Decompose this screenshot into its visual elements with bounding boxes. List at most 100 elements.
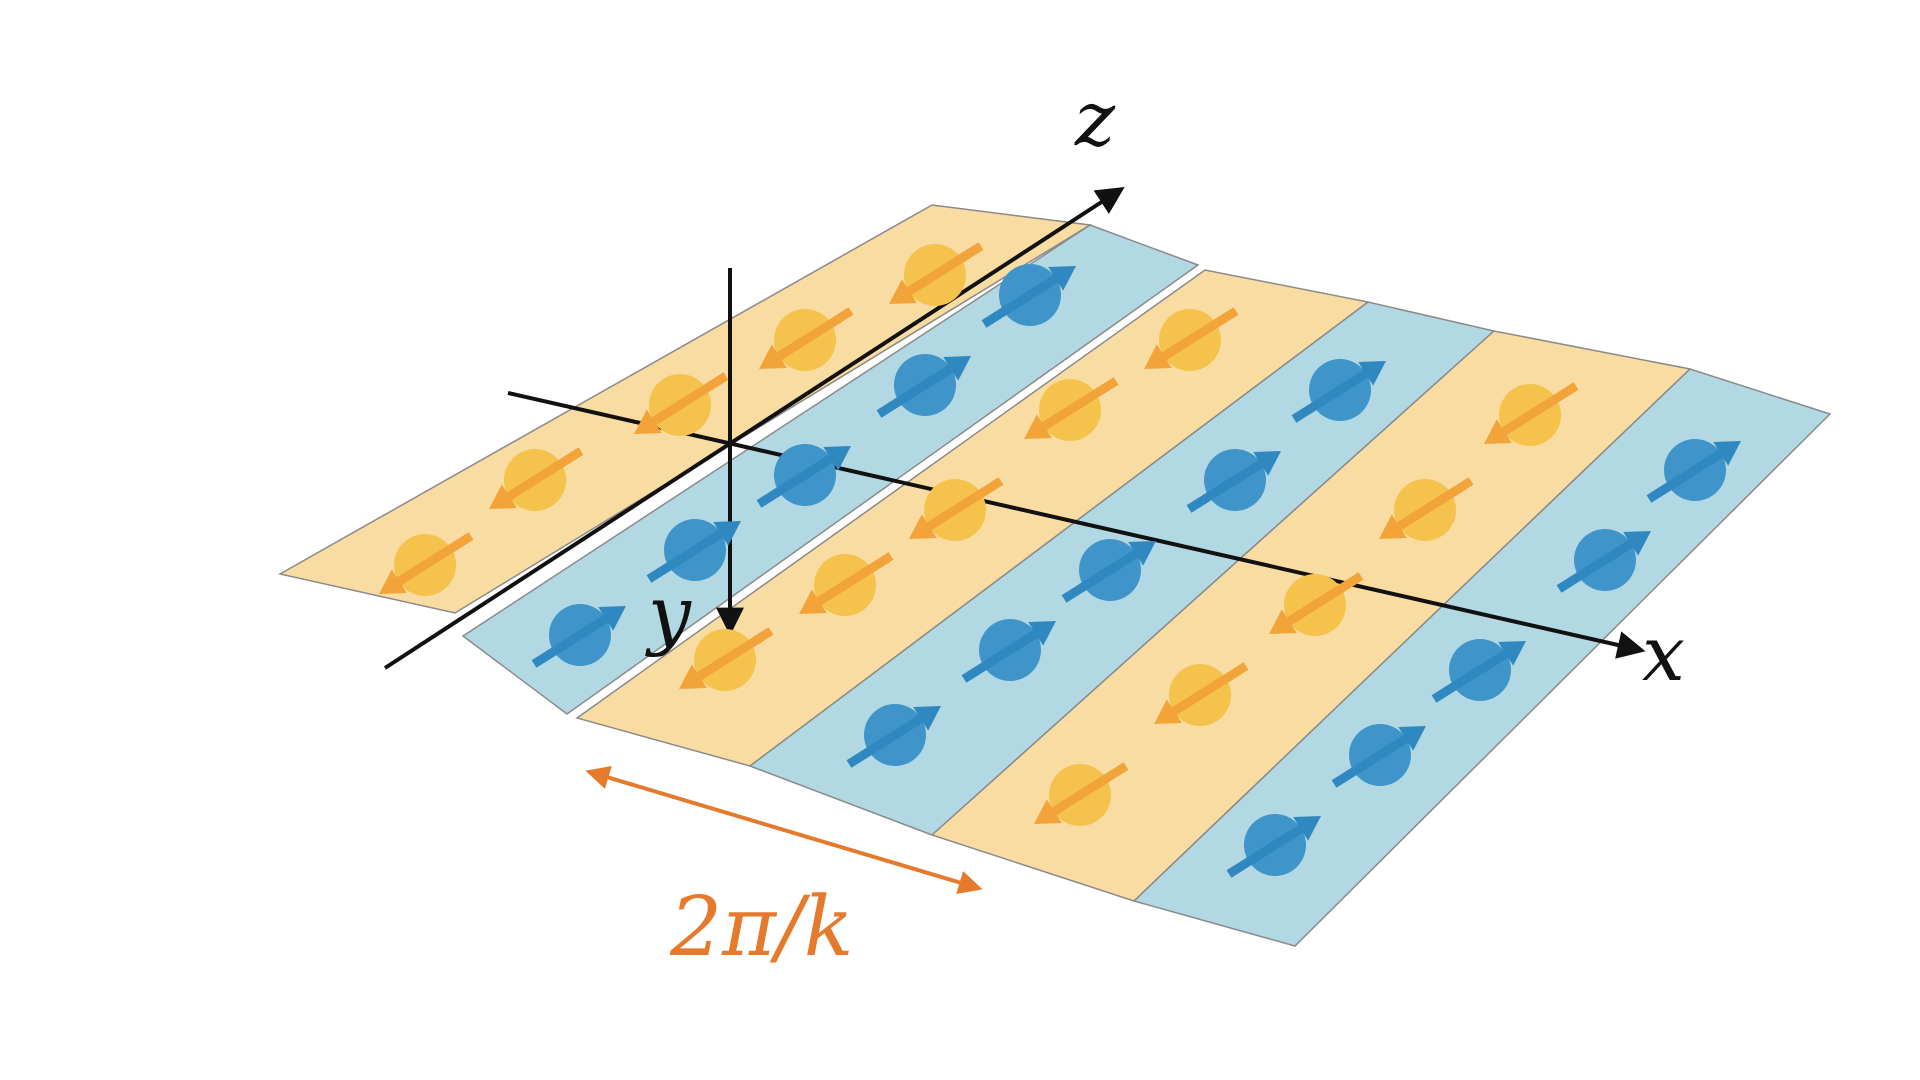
spin-up-arrow-icon — [981, 274, 1059, 328]
x-axis-line — [507, 391, 1646, 659]
spin-up-arrow-icon — [1431, 649, 1509, 703]
spin-up-arrow-icon — [876, 364, 954, 418]
spin-down-arrow-icon — [1396, 477, 1474, 531]
spin-arrowhead-icon — [1048, 266, 1076, 291]
spin-arrowhead-icon — [1713, 441, 1741, 466]
spin-down-arrow-icon — [1286, 572, 1364, 626]
z-axis-label: z — [1074, 74, 1116, 163]
spin-up-arrow-icon — [1061, 549, 1139, 603]
yellow-spin-8 — [909, 477, 1004, 541]
blue-spin-1 — [981, 264, 1076, 328]
spin-down-arrow-icon — [776, 307, 854, 361]
spin-up-arrow-icon — [961, 629, 1039, 683]
z-axis-line — [383, 186, 1125, 670]
spin-up-arrow-icon — [1226, 824, 1304, 878]
spin-arrowhead-icon — [1269, 609, 1297, 634]
spin-up-arrow-icon — [1291, 369, 1369, 423]
spin-arrowhead-icon — [598, 606, 626, 631]
spin-arrowhead-icon — [759, 344, 787, 369]
spin-arrowhead-icon — [1028, 621, 1056, 646]
spin-arrowhead-icon — [823, 446, 851, 471]
spin-arrowhead-icon — [1358, 361, 1386, 386]
spin-down-arrow-icon — [906, 242, 984, 296]
spin-arrowhead-icon — [489, 484, 517, 509]
wavelength-label: 2π/k — [669, 880, 853, 975]
spin-arrowhead-icon — [1293, 816, 1321, 841]
yellow-spin-12 — [1379, 477, 1474, 541]
blue-spin-6 — [1291, 359, 1386, 423]
spin-down-arrow-icon — [1161, 307, 1239, 361]
spin-down-arrow-icon — [1051, 762, 1129, 816]
spin-arrowhead-icon — [1498, 641, 1526, 666]
spin-up-arrow-icon — [1186, 459, 1264, 513]
yellow-spin-6 — [1144, 307, 1239, 371]
spin-up-arrow-icon — [1646, 449, 1724, 503]
y-axis-label: y — [645, 569, 692, 658]
spin-arrowhead-icon — [943, 356, 971, 381]
spin-down-arrow-icon — [506, 447, 584, 501]
spin-up-arrow-icon — [846, 714, 924, 768]
yellow-spin-10 — [679, 627, 774, 691]
spin-up-arrow-icon — [1331, 734, 1409, 788]
blue-spin-12 — [1556, 529, 1651, 593]
x-axis-label: x — [1642, 609, 1685, 698]
yellow-spin-9 — [799, 552, 894, 616]
blue-spin-14 — [1331, 724, 1426, 788]
spin-up-arrow-icon — [1556, 539, 1634, 593]
axes-layer — [383, 186, 1646, 670]
blue-spin-9 — [961, 619, 1056, 683]
spin-arrowhead-icon — [1398, 726, 1426, 751]
yellow-spin-11 — [1484, 382, 1579, 446]
yellow-spin-4 — [489, 447, 584, 511]
blue-spin-5 — [531, 604, 626, 668]
spin-up-arrow-icon — [646, 529, 724, 583]
yellow-spin-1 — [889, 242, 984, 306]
spin-arrowhead-icon — [1034, 799, 1062, 824]
spin-down-arrow-icon — [1171, 662, 1249, 716]
blue-spin-11 — [1646, 439, 1741, 503]
yellow-spin-15 — [1034, 762, 1129, 826]
spin-up-arrow-icon — [531, 614, 609, 668]
spin-down-arrow-icon — [696, 627, 774, 681]
wavelength-indicator: 2π/k — [585, 766, 983, 975]
spin-arrowhead-icon — [713, 521, 741, 546]
yellow-spin-5 — [379, 532, 474, 596]
blue-spin-13 — [1431, 639, 1526, 703]
spins-layer — [379, 242, 1741, 878]
spin-down-arrow-icon — [396, 532, 474, 586]
spin-arrowhead-icon — [679, 664, 707, 689]
spin-arrowhead-icon — [889, 279, 917, 304]
blue-spin-4 — [646, 519, 741, 583]
yellow-spin-3 — [634, 372, 729, 436]
spin-arrowhead-icon — [634, 409, 662, 434]
spin-down-arrow-icon — [1041, 377, 1119, 431]
blue-spin-8 — [1061, 539, 1156, 603]
spin-arrowhead-icon — [909, 514, 937, 539]
yellow-spin-7 — [1024, 377, 1119, 441]
spin-down-arrow-icon — [651, 372, 729, 426]
spin-arrowhead-icon — [1484, 419, 1512, 444]
blue-spin-3 — [756, 444, 851, 508]
blue-spin-7 — [1186, 449, 1281, 513]
spin-arrowhead-icon — [1253, 451, 1281, 476]
yellow-spin-2 — [759, 307, 854, 371]
yellow-spin-14 — [1154, 662, 1249, 726]
blue-spin-15 — [1226, 814, 1321, 878]
spin-arrowhead-icon — [1144, 344, 1172, 369]
spin-down-arrow-icon — [816, 552, 894, 606]
spin-up-arrow-icon — [756, 454, 834, 508]
blue-spin-10 — [846, 704, 941, 768]
yellow-spin-13 — [1269, 572, 1364, 636]
spin-arrowhead-icon — [1024, 414, 1052, 439]
spin-down-arrow-icon — [1501, 382, 1579, 436]
spin-arrowhead-icon — [1128, 541, 1156, 566]
spin-arrowhead-icon — [1623, 531, 1651, 556]
blue-spin-2 — [876, 354, 971, 418]
wavelength-double-arrow — [585, 766, 983, 894]
spin-arrowhead-icon — [1379, 514, 1407, 539]
spin-down-arrow-icon — [926, 477, 1004, 531]
spin-arrowhead-icon — [379, 569, 407, 594]
spin-arrowhead-icon — [913, 706, 941, 731]
spin-arrowhead-icon — [1154, 699, 1182, 724]
